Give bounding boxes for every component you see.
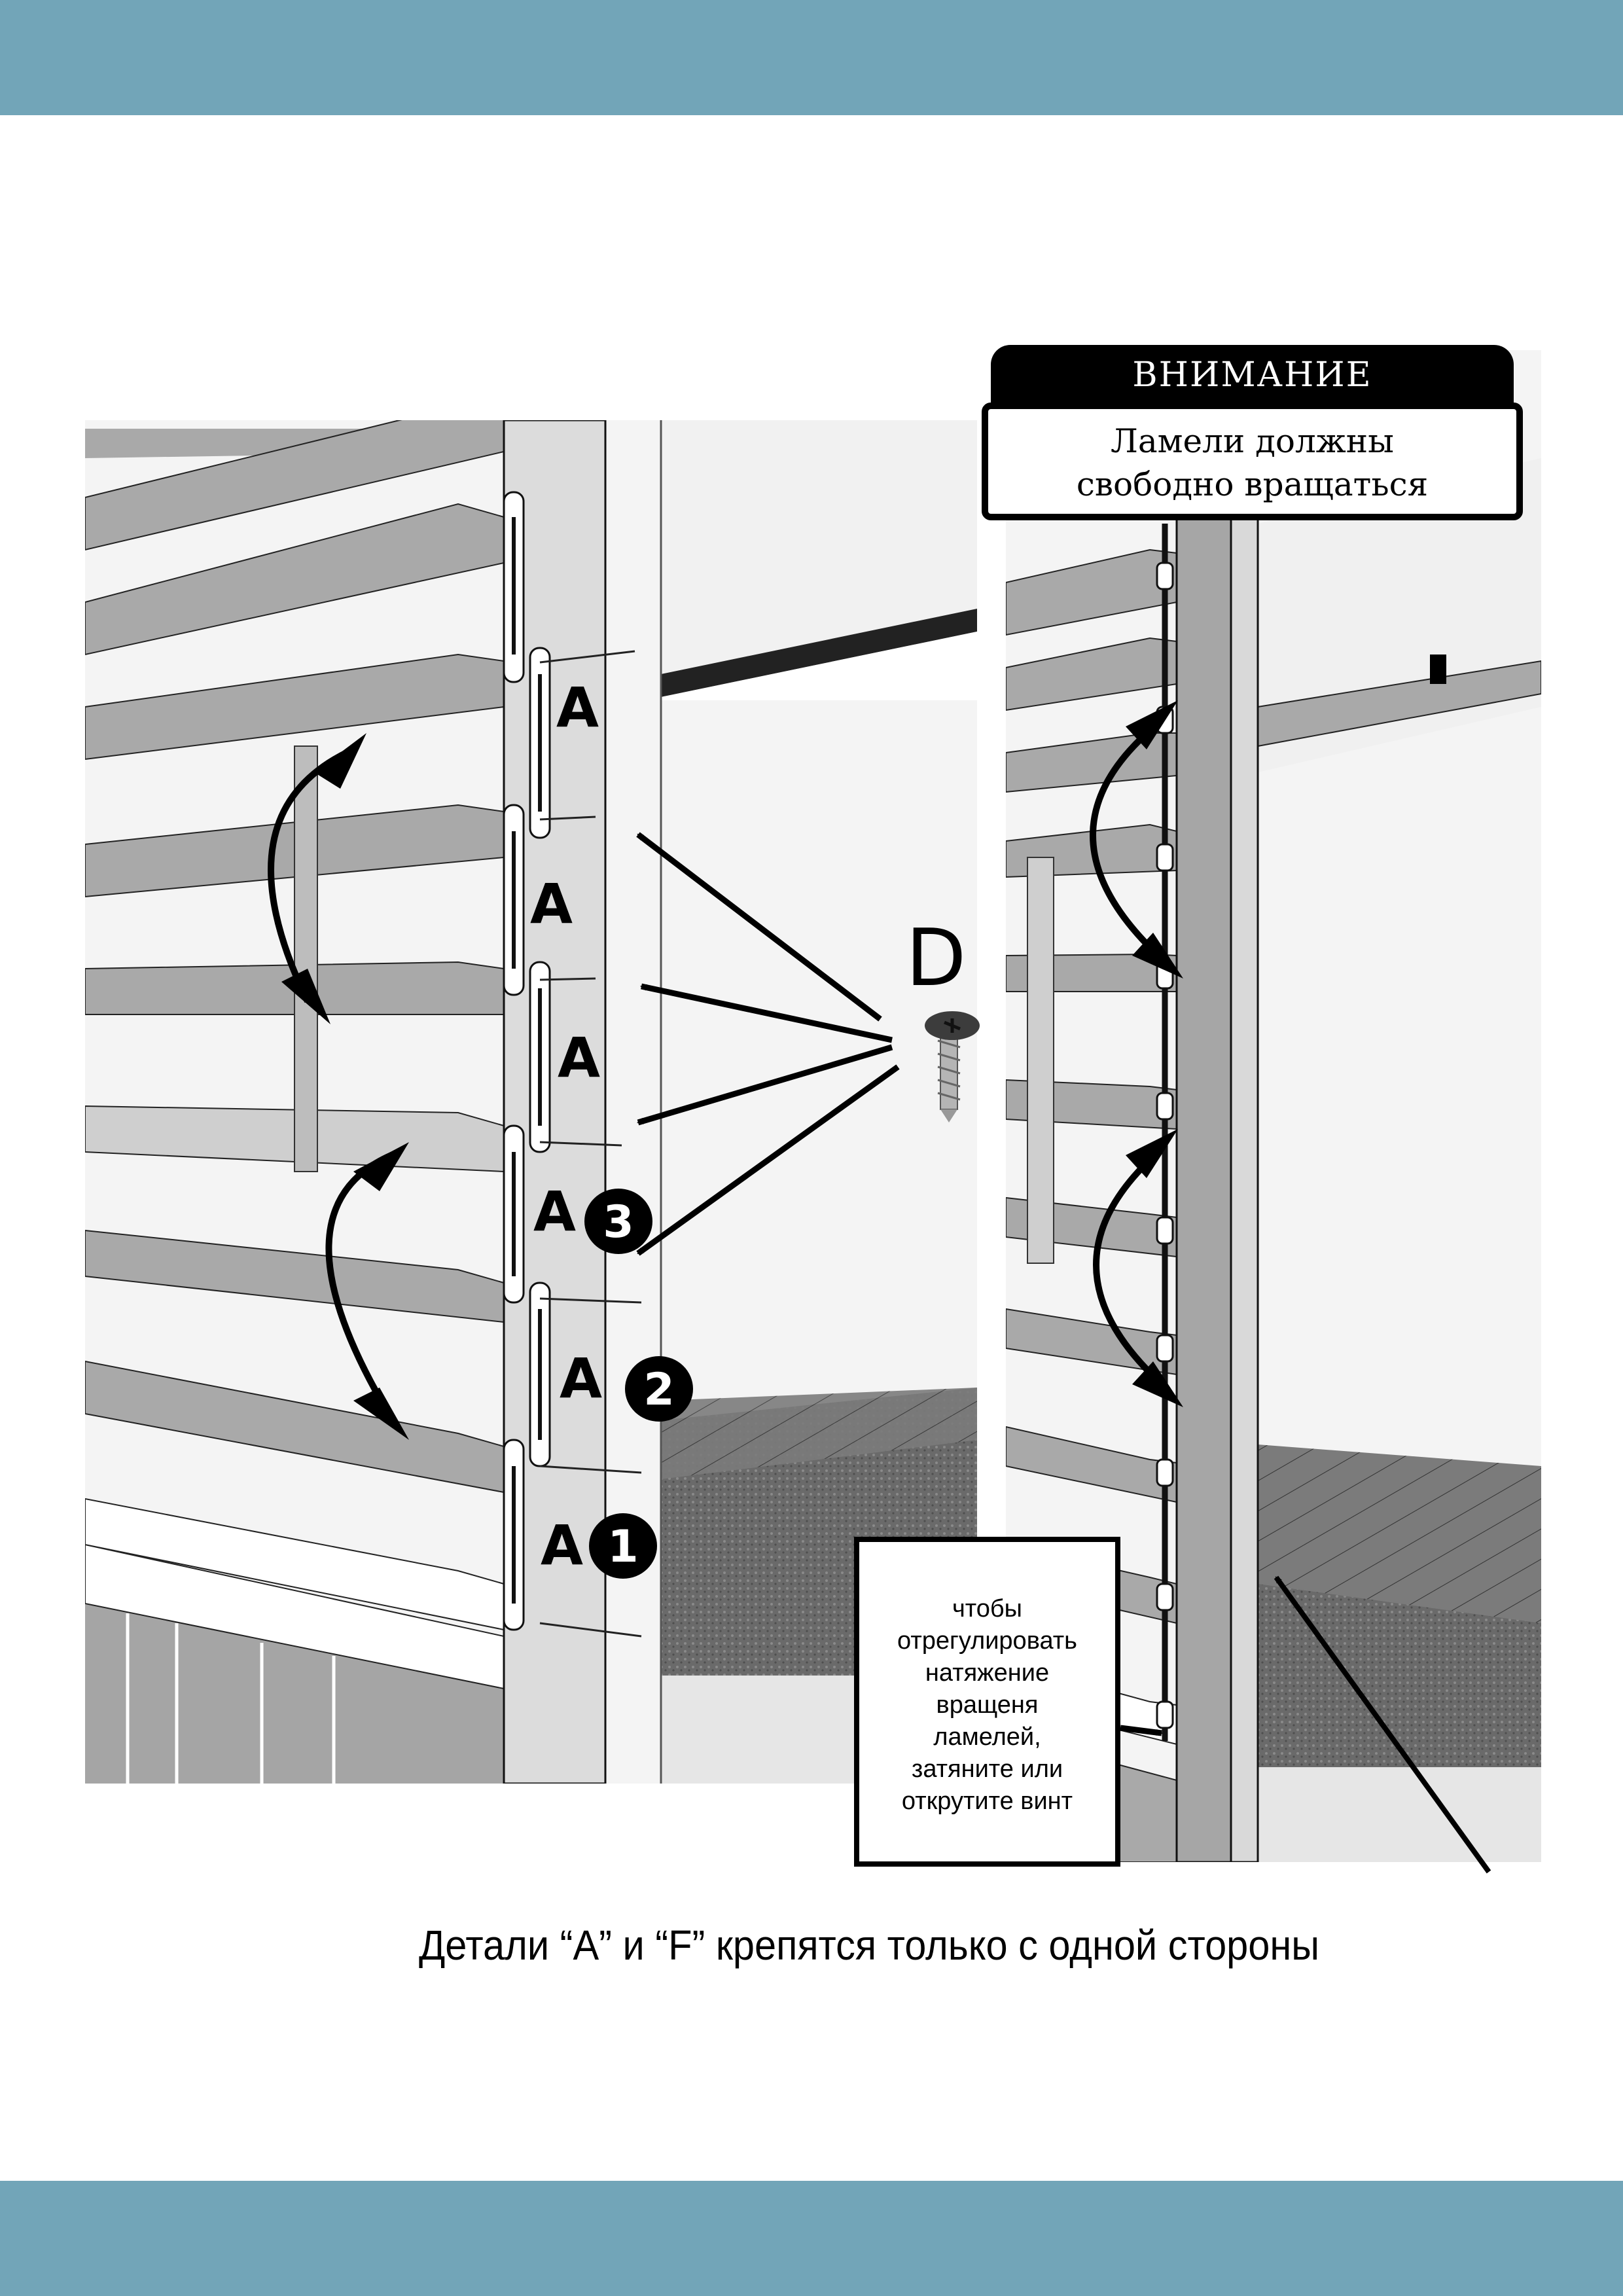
- step-number: 2: [643, 1364, 674, 1416]
- right-figure: [1006, 350, 1541, 1862]
- attention-line: Ламели должны: [1111, 422, 1394, 460]
- part-label-a: A: [556, 675, 599, 740]
- post-screws: [539, 650, 642, 1638]
- note-line: ламелей,: [933, 1723, 1041, 1751]
- right-post: [1175, 350, 1232, 1862]
- header-band: [0, 0, 1623, 115]
- note-line: отрегулировать: [897, 1627, 1077, 1655]
- part-label-a: A: [541, 1513, 583, 1577]
- note-line: натяжение: [925, 1659, 1050, 1687]
- screw-icon: [925, 1011, 980, 1122]
- attention-title: ВНИМАНИЕ: [991, 345, 1514, 405]
- part-label-a: A: [533, 1179, 576, 1244]
- note-line: чтобы: [952, 1595, 1022, 1623]
- attention-callout: ВНИМАНИЕ Ламели должны свободно вращатьс…: [982, 345, 1523, 523]
- part-label-a: A: [530, 872, 573, 936]
- linkage-pointer-arrow: [1274, 1575, 1491, 1874]
- part-label-a: A: [560, 1346, 602, 1410]
- step-badge-3: 3: [584, 1189, 652, 1254]
- bracket-slots: [512, 517, 542, 1604]
- left-figure: [85, 420, 977, 1784]
- note-line: затяните или: [911, 1755, 1063, 1783]
- rotate-arrow-lower: [1093, 1149, 1161, 1384]
- step-number: 3: [603, 1196, 633, 1248]
- screw-pointer-arrows: [636, 832, 900, 1256]
- footer-band: [0, 2181, 1623, 2296]
- attention-line: свободно вращаться: [1076, 465, 1429, 503]
- note-line: вращеня: [936, 1691, 1039, 1719]
- step-badge-1: 1: [589, 1513, 657, 1579]
- note-line: открутите винт: [901, 1787, 1073, 1815]
- attention-message: Ламели должны свободно вращаться: [982, 403, 1523, 520]
- screw-label-d: D: [906, 913, 966, 1004]
- step-badge-2: 2: [625, 1356, 693, 1422]
- left-slats: [85, 420, 505, 1631]
- part-label-a: A: [558, 1026, 600, 1090]
- caption: Детали “A” и “F” крепятся только с одной…: [419, 1922, 1320, 1969]
- tension-note: чтобы отрегулировать натяжение вращеня л…: [854, 1537, 1120, 1867]
- note-pointer-arrow: [1120, 1725, 1163, 1736]
- step-number: 1: [607, 1521, 638, 1573]
- rotate-arrow-upper: [1090, 721, 1161, 958]
